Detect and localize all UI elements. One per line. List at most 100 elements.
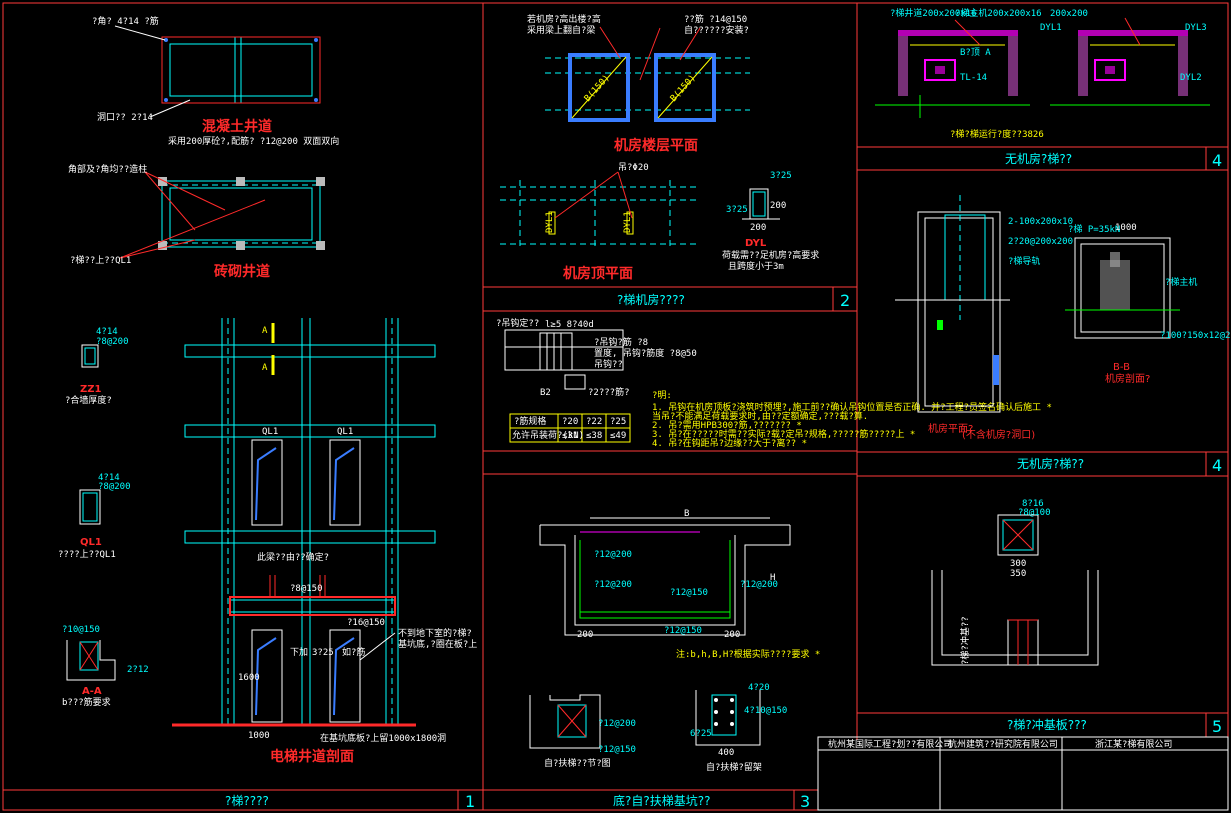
- brick-top-label: 角部及?角均??造柱: [68, 163, 147, 175]
- small2-rebar-1: 4?20: [748, 683, 770, 693]
- table-row-label: 允许吊装荷?(kN): [512, 429, 584, 441]
- pit-note: 注:b,h,B,H?根据实际????要求 *: [676, 648, 820, 660]
- rebar-16: ?16@150: [347, 618, 385, 628]
- buffer-rebar-2: ?8@100: [1018, 508, 1051, 518]
- section-mark-a-bottom: A: [262, 363, 268, 373]
- panel-4a-sections: ?梯井道200x200x16 ?梯主机200x200x16 B?顶 A TL-1…: [875, 7, 1210, 140]
- section-mark-a-top: A: [262, 326, 268, 336]
- buffer-side-label: ?梯?冲基??: [959, 616, 971, 665]
- p4a-tag-5: DYL3: [1185, 23, 1207, 33]
- panel-5-buffer: 8?16 ?8@100 300 350 ?梯?冲基??: [931, 499, 1099, 666]
- dyl-200-bottom: 200: [750, 223, 766, 233]
- panel-3-title: 底?自?扶梯基坑??: [613, 793, 710, 808]
- hook-tie: ?2???筋?: [588, 386, 630, 398]
- dim-1000: 1000: [248, 731, 270, 741]
- brick-shaft-title: 砖砌井道: [214, 263, 270, 280]
- panel-3-small-detail-2: 4?20 4?10@150 6?25 400 自?扶梯?留架: [690, 683, 787, 773]
- small1-name: 自?扶梯??节?图: [544, 757, 611, 769]
- mr-roof-title: 机房顶平面: [563, 265, 633, 282]
- section-name: B-B: [1113, 362, 1130, 373]
- panel-1-zz1-detail: 4?14 ?8@200 ZZ1 ?合墙厚度?: [65, 327, 129, 406]
- section-ql1-left: QL1: [262, 427, 278, 437]
- p4a-tag-7: 200x200: [1050, 9, 1088, 19]
- zz1-name: ZZ1: [80, 384, 102, 395]
- small1-rebar-1: ?12@200: [598, 719, 636, 729]
- dyl1-label-a: DYL1: [545, 211, 555, 233]
- floor-note-3: ??筋 ?14@150: [684, 13, 747, 25]
- titleblock-company-3: 浙江某?梯有限公司: [1095, 738, 1172, 750]
- p4a-tag-1: ?梯井道200x200x16: [890, 7, 977, 19]
- note-1: 1. 吊钩在机房顶板?浇筑时预埋?,施工前??确认吊钩位置是否正确. 并?工程?…: [652, 401, 1052, 413]
- dyl1-label-b: DYL1: [623, 211, 633, 233]
- floor-note-2: 采用梁上翻自?梁: [527, 24, 595, 36]
- ql1-note: ????上??QL1: [58, 549, 116, 560]
- concrete-shaft-note: 采用200厚砼?,配筋? ?12@200 双面双向: [168, 135, 339, 147]
- panel-1-shaft-section: A A QL1 QL1 此梁??由??确定? ?8@150 ?16@150 下加…: [172, 318, 477, 765]
- panel-1-title: ?梯????: [225, 794, 269, 808]
- pit-rebar-2: ?12@200: [594, 580, 632, 590]
- pit-dim-h: H: [770, 573, 775, 583]
- p4a-tag-3: B?顶 A: [960, 47, 991, 58]
- zz1-rebar: 4?14: [96, 327, 118, 337]
- titleblock-company-1: 杭州某国际工程?划??有限公司: [828, 738, 952, 750]
- panel-2-mr-roof: DYL1 DYL1 吊?Φ20 机房顶平面: [500, 162, 700, 282]
- table-header-1: ?筋规格: [514, 415, 546, 427]
- roof-note: 吊?Φ20: [618, 162, 649, 173]
- panel-2-hook-detail: ?吊钩定?? l≥5 8?40d ?吊钩?筋 ?8 置度, 吊钩?筋度 ?8@5…: [496, 317, 697, 398]
- panel-4a-title: 无机房?梯??: [1005, 151, 1072, 166]
- panel-2-number: 2: [840, 291, 850, 310]
- floor-note-4: 自??????安装?: [684, 24, 749, 36]
- brick-bottom-label: ?梯??上??QL1: [70, 254, 131, 266]
- panel-2-mr-floor: B(150) B(150) 若机房?高出楼?高 采用梁上翻自?梁 ??筋 ?14…: [527, 13, 750, 154]
- panel-4b-number: 4: [1212, 456, 1222, 475]
- door-325: 3?25: [312, 648, 334, 658]
- note-3: 2. 吊?需用HPB300?筋,??????? *: [652, 419, 802, 431]
- p4b-tag-1: 2-100x200x10: [1008, 217, 1073, 227]
- b150-a: B(150): [583, 73, 612, 104]
- aa-rebar: ?10@150: [62, 625, 100, 635]
- dyl-325-top: 3?25: [770, 171, 792, 181]
- aa-bar: 2?12: [127, 665, 149, 675]
- small2-dim: 400: [718, 748, 734, 758]
- dyl-note-2: 且跨度小于3m: [728, 260, 784, 272]
- panel-4b-section: ?梯 P=35kN ?梯主机 ?100?150x12@200 1000 B-B …: [1065, 223, 1231, 385]
- hook-bar-3: 吊钩??: [594, 358, 623, 370]
- ql1-name: QL1: [80, 537, 102, 548]
- rebar-150: ?8@150: [290, 584, 323, 594]
- concrete-hole-label: 洞口?? 2?14: [97, 112, 153, 123]
- aa-name: A-A: [82, 686, 102, 697]
- table-header-3: ?22: [586, 417, 602, 427]
- note-4: 3. 吊?在?????时需??实际?载?定吊?规格,?????筋?????上 *: [652, 428, 915, 440]
- notes-head: ?明:: [652, 390, 672, 401]
- plan-note: (不含机房?洞口): [962, 428, 1035, 441]
- pit-dim-200-a: 200: [577, 630, 593, 640]
- section-title: 电梯井道剖面: [270, 748, 354, 765]
- pit-dim-200-b: 200: [724, 630, 740, 640]
- table-header-4: ?25: [610, 417, 626, 427]
- pit-rebar-4: ?12@150: [670, 588, 708, 598]
- p4a-tag-8: DYL2: [1180, 73, 1202, 83]
- panel-3-small-detail-1: ?12@200 ?12@150 自?扶梯??节?图: [529, 694, 636, 769]
- dyl-325-left: 3?25: [726, 205, 748, 215]
- floor-note-1: 若机房?高出楼?高: [527, 13, 601, 25]
- dyl-name: DYL: [745, 238, 767, 249]
- p4a-tag-4: TL-14: [960, 73, 987, 83]
- p4a-tag-2: ?梯主机200x200x16: [955, 7, 1042, 19]
- pit-rebar-3: ?12@200: [740, 580, 778, 590]
- panel-2-hook-table: ?筋规格 ?20 ?22 ?25 允许吊装荷?(kN) ≤31 ≤38 ≤49: [509, 413, 631, 443]
- p4b-tag-7: 1000: [1115, 223, 1137, 233]
- mr-floor-title: 机房楼层平面: [614, 137, 698, 154]
- small2-rebar-3: 6?25: [690, 729, 712, 739]
- panel-4b-title: 无机房?梯??: [1017, 456, 1084, 471]
- p4a-tag-6: DYL1: [1040, 23, 1062, 33]
- dyl-200-right: 200: [770, 201, 786, 211]
- buffer-dim-300: 300: [1010, 559, 1026, 569]
- panel-1-concrete-shaft: ?角? 4?14 ?筋 洞口?? 2?14 混凝土井道 采用200厚砼?,配筋?…: [92, 15, 339, 147]
- p4b-tag-3: ?梯导轨: [1008, 255, 1040, 267]
- buffer-dim-350: 350: [1010, 569, 1026, 579]
- titleblock-company-2: 杭州建筑??研究院有限公司: [948, 738, 1058, 750]
- panel-1-aa-detail: ?10@150 2?12 A-A b???筋要求: [62, 625, 149, 708]
- zz1-note: ?合墙厚度?: [65, 394, 112, 406]
